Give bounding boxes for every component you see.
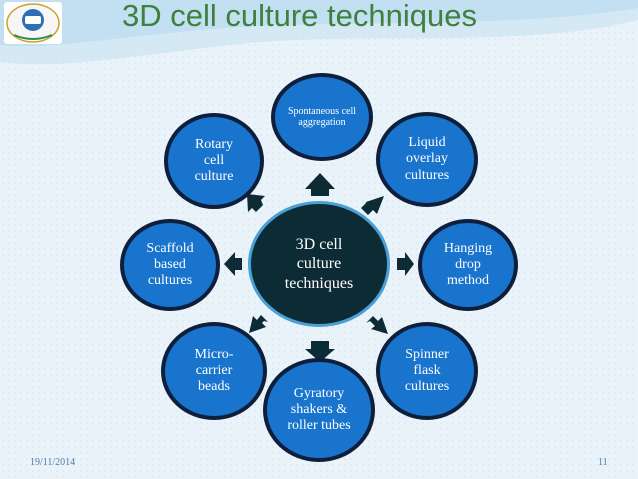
node-label: Hanging drop method [443, 240, 493, 289]
node-spinner-flask-cultures: Spinner flask cultures [376, 322, 478, 420]
node-gyratory-shakers-roller-tubes: Gyratory shakers & roller tubes [263, 358, 375, 462]
node-label: Gyratory shakers & roller tubes [287, 385, 351, 434]
footer-page-number: 11 [598, 457, 608, 468]
node-label: Spontaneous cell aggregation [287, 105, 357, 129]
node-label: Liquid overlay cultures [404, 135, 450, 183]
arrow-left [224, 252, 242, 276]
center-node: 3D cell culture techniques [248, 201, 390, 327]
node-label: Rotary cell culture [194, 136, 234, 185]
arrow-down [305, 341, 335, 362]
node-scaffold-based-cultures: Scaffold based cultures [120, 219, 220, 311]
arrow-down-right [366, 316, 388, 334]
node-label: Scaffold based cultures [146, 240, 194, 289]
slide-title: 3D cell culture techniques [122, 0, 477, 33]
footer-date: 19/11/2014 [30, 457, 76, 468]
center-node-label: 3D cell culture techniques [284, 236, 354, 292]
institution-logo [4, 2, 62, 44]
arrow-right [397, 252, 414, 276]
arrow-up-right [361, 196, 384, 215]
node-hanging-drop-method: Hanging drop method [418, 219, 518, 311]
node-rotary-cell-culture: Rotary cell culture [164, 113, 264, 209]
node-spontaneous-cell-aggregation: Spontaneous cell aggregation [271, 73, 373, 161]
arrow-up [305, 173, 335, 196]
node-label: Spinner flask cultures [404, 346, 450, 395]
node-label: Micro-carrier beads [194, 346, 234, 395]
node-micro-carrier-beads: Micro-carrier beads [161, 322, 267, 420]
node-liquid-overlay-cultures: Liquid overlay cultures [376, 112, 478, 207]
arrow-up-left [247, 194, 265, 212]
header-swoosh [0, 0, 638, 65]
arrow-down-left [249, 315, 268, 333]
